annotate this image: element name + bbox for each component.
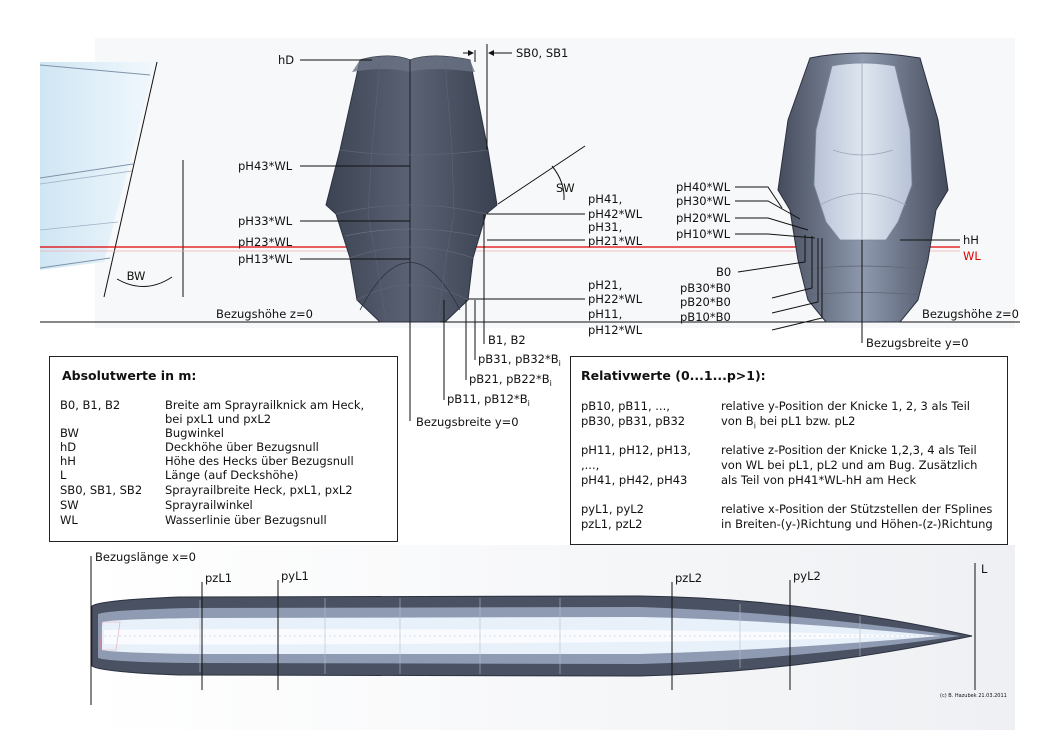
stern-view: [777, 52, 949, 323]
legend-value: relative x-Position der Stützstellen der…: [721, 502, 993, 516]
stern-labels: pH40*WL pH30*WL pH20*WL pH10*WL hH WL B0…: [676, 180, 1019, 350]
bow-angle-arc: [116, 276, 173, 287]
cross-section-labels: hD SB0, SB1 SW pH43*WL pH33*WL pH23*WL p…: [216, 46, 643, 429]
plan-labels: Bezugslänge x=0 pzL1 pyL1 pzL2 pyL2 L (c…: [95, 550, 1007, 699]
pb20-label: pB20*B0: [680, 295, 731, 309]
pyl1-label: pyL1: [281, 569, 309, 583]
bow-angle-label: BW: [127, 269, 146, 283]
ph12-label: pH12*WL: [588, 323, 643, 337]
waterline-label: WL: [963, 249, 981, 263]
legend-value: bei pxL1 und pxL2: [165, 412, 272, 426]
legend-value: als Teil von pH41*WL-hH am Heck: [721, 473, 917, 487]
legend-key: SW: [60, 498, 79, 512]
ph10-label: pH10*WL: [676, 227, 731, 241]
sprayrail-angle-label: SW: [556, 181, 575, 195]
legend-value: Höhe des Hecks über Bezugsnull: [165, 454, 354, 468]
legend-key: hD: [60, 440, 77, 454]
ph21-label: pH21,: [588, 278, 622, 292]
legend-key: L: [60, 468, 67, 482]
legend-key: pzL1, pzL2: [581, 517, 643, 531]
plan-view: [91, 595, 973, 677]
legend-key: SB0, SB1, SB2: [60, 483, 143, 497]
legend-value: in Breiten-(y-)Richtung und Höhen-(z-)Ri…: [721, 517, 993, 531]
pyl2-label: pyL2: [793, 569, 821, 583]
ph21-wl-label: pH21*WL: [588, 234, 643, 248]
reference-width-label: Bezugsbreite y=0: [416, 415, 519, 429]
legend-value: von WL bei pL1, pL2 und am Bug. Zusätzli…: [721, 458, 978, 472]
stern-reference-height-label: Bezugshöhe z=0: [922, 307, 1019, 321]
ph43-label: pH43*WL: [238, 159, 293, 173]
stern-height-label: hH: [963, 233, 979, 247]
cross-section-leaders: [300, 44, 586, 421]
pb31-label: pB31, pB32*Bi: [478, 352, 561, 368]
relative-values-legend: Relativwerte (0...1...p>1): pB10, pB11, …: [570, 356, 1008, 545]
ph40-label: pH40*WL: [676, 180, 731, 194]
b1-b2-label: B1, B2: [488, 333, 526, 347]
deck-height-label: hD: [278, 53, 294, 67]
relative-values-title: Relativwerte (0...1...p>1):: [581, 368, 766, 383]
legend-key: BW: [60, 426, 79, 440]
copyright-text: (c) B. Hazubek 21.03.2011: [940, 693, 1007, 699]
ph42-label: pH42*WL: [588, 207, 643, 221]
legend-key: pH11, pH12, pH13,: [581, 443, 692, 457]
b0-label: B0: [716, 265, 731, 279]
pb10-label: pB10*B0: [680, 310, 731, 324]
legend-value: relative z-Position der Knicke 1,2,3, 4 …: [721, 443, 977, 457]
legend-value: Breite am Sprayrailknick am Heck,: [165, 398, 365, 412]
ph20-label: pH20*WL: [676, 211, 731, 225]
legend-key: pyL1, pyL2: [581, 502, 644, 516]
cross-section-view: [325, 55, 498, 323]
legend-value: Sprayrailbreite Heck, pxL1, pxL2: [165, 483, 353, 497]
legend-value: Deckhöhe über Bezugsnull: [165, 440, 319, 454]
reference-height-label: Bezugshöhe z=0: [216, 307, 313, 321]
ph13-label: pH13*WL: [238, 252, 293, 266]
legend-key: pB10, pB11, ...,: [581, 399, 670, 413]
legend-value: Bugwinkel: [165, 426, 224, 440]
bow-side-view: BW: [39, 61, 184, 298]
ph41-label: pH41,: [588, 192, 622, 206]
ph22-label: pH22*WL: [588, 292, 643, 306]
legend-key: ,...,: [581, 458, 600, 472]
legend-key: pH41, pH42, pH43: [581, 473, 688, 487]
pzl1-label: pzL1: [205, 571, 232, 585]
reference-length-label: Bezugslänge x=0: [95, 550, 196, 564]
sprayrail-width-label: SB0, SB1: [516, 46, 568, 60]
pb30-label: pB30*B0: [680, 281, 731, 295]
plan-leaders: [90, 556, 976, 705]
stern-leaders: [735, 186, 960, 343]
legend-value: Wasserlinie über Bezugsnull: [165, 513, 327, 527]
legend-value: Sprayrailwinkel: [165, 498, 253, 512]
legend-key: WL: [60, 513, 78, 527]
pb11-label: pB11, pB12*Bi: [447, 392, 530, 408]
ph30-label: pH30*WL: [676, 194, 731, 208]
legend-value: relative y-Position der Knicke 1, 2, 3 a…: [721, 399, 970, 413]
stern-reference-width-label: Bezugsbreite y=0: [866, 336, 969, 350]
length-label: L: [981, 562, 988, 576]
absolute-values-legend: Absolutwerte in m: B0, B1, B2 Breite am S…: [49, 356, 398, 542]
legend-key: pB30, pB31, pB32: [581, 414, 686, 428]
pb21-label: pB21, pB22*Bi: [469, 372, 552, 388]
absolute-values-title: Absolutwerte in m:: [62, 368, 197, 383]
legend-key: hH: [60, 454, 76, 468]
legend-value: von Bi bei pL1 bzw. pL2: [721, 414, 856, 431]
legend-value: Länge (auf Deckshöhe): [165, 468, 299, 482]
ph11-label: pH11,: [588, 307, 622, 321]
legend-key: B0, B1, B2: [60, 398, 121, 412]
ph33-label: pH33*WL: [238, 214, 293, 228]
ph23-label: pH23*WL: [238, 235, 293, 249]
pzl2-label: pzL2: [675, 571, 702, 585]
ph31-label: pH31,: [588, 220, 622, 234]
